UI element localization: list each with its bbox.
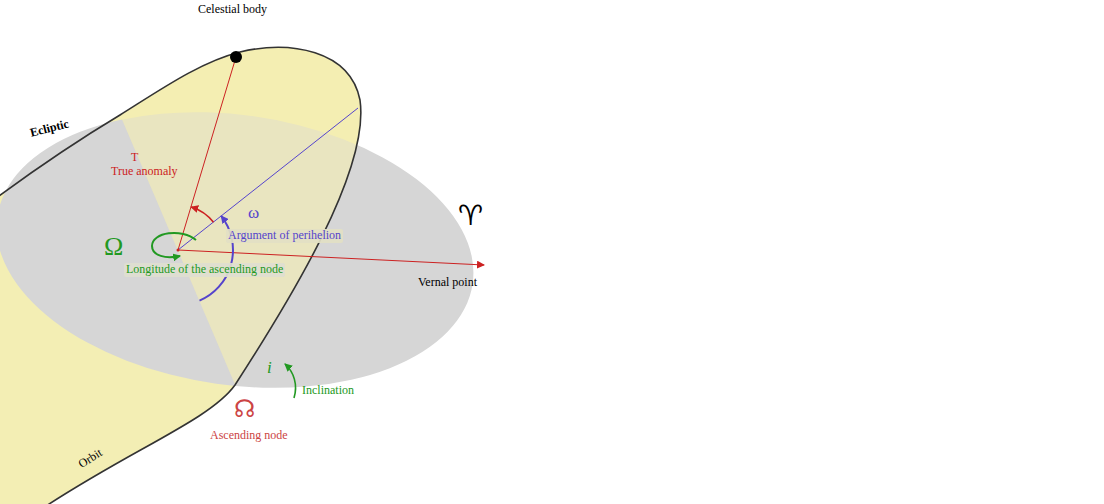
symbol-label: ♈ xyxy=(458,200,483,232)
node-longitude-arc xyxy=(152,233,196,257)
symbol-label: ω xyxy=(248,203,259,223)
angle-label: Inclination xyxy=(302,384,354,398)
radius-line xyxy=(178,57,236,250)
celestial-body-dot xyxy=(230,51,242,63)
perihelion-line xyxy=(178,108,358,250)
orbit-outline xyxy=(0,47,361,504)
inclination-arc xyxy=(285,364,296,398)
symbol-label: i xyxy=(267,358,272,378)
point-label: Ascending node xyxy=(210,429,288,443)
symbol-label: T xyxy=(131,151,138,165)
orbit-plane-front xyxy=(0,47,361,504)
symbol-label: Ω xyxy=(104,232,123,262)
point-label: Vernal point xyxy=(418,276,477,290)
plane-label: Orbit xyxy=(76,446,105,471)
true-anomaly-arc xyxy=(191,207,213,222)
symbol-label: ☊ xyxy=(234,396,255,424)
angle-label: Longitude of the ascending node xyxy=(124,263,285,277)
angle-label: True anomaly xyxy=(111,165,178,179)
body-label: Celestial body xyxy=(198,3,267,17)
plane-label: Ecliptic xyxy=(29,117,70,140)
focus-point xyxy=(177,249,180,252)
angle-label: Argument of perihelion xyxy=(226,229,343,243)
